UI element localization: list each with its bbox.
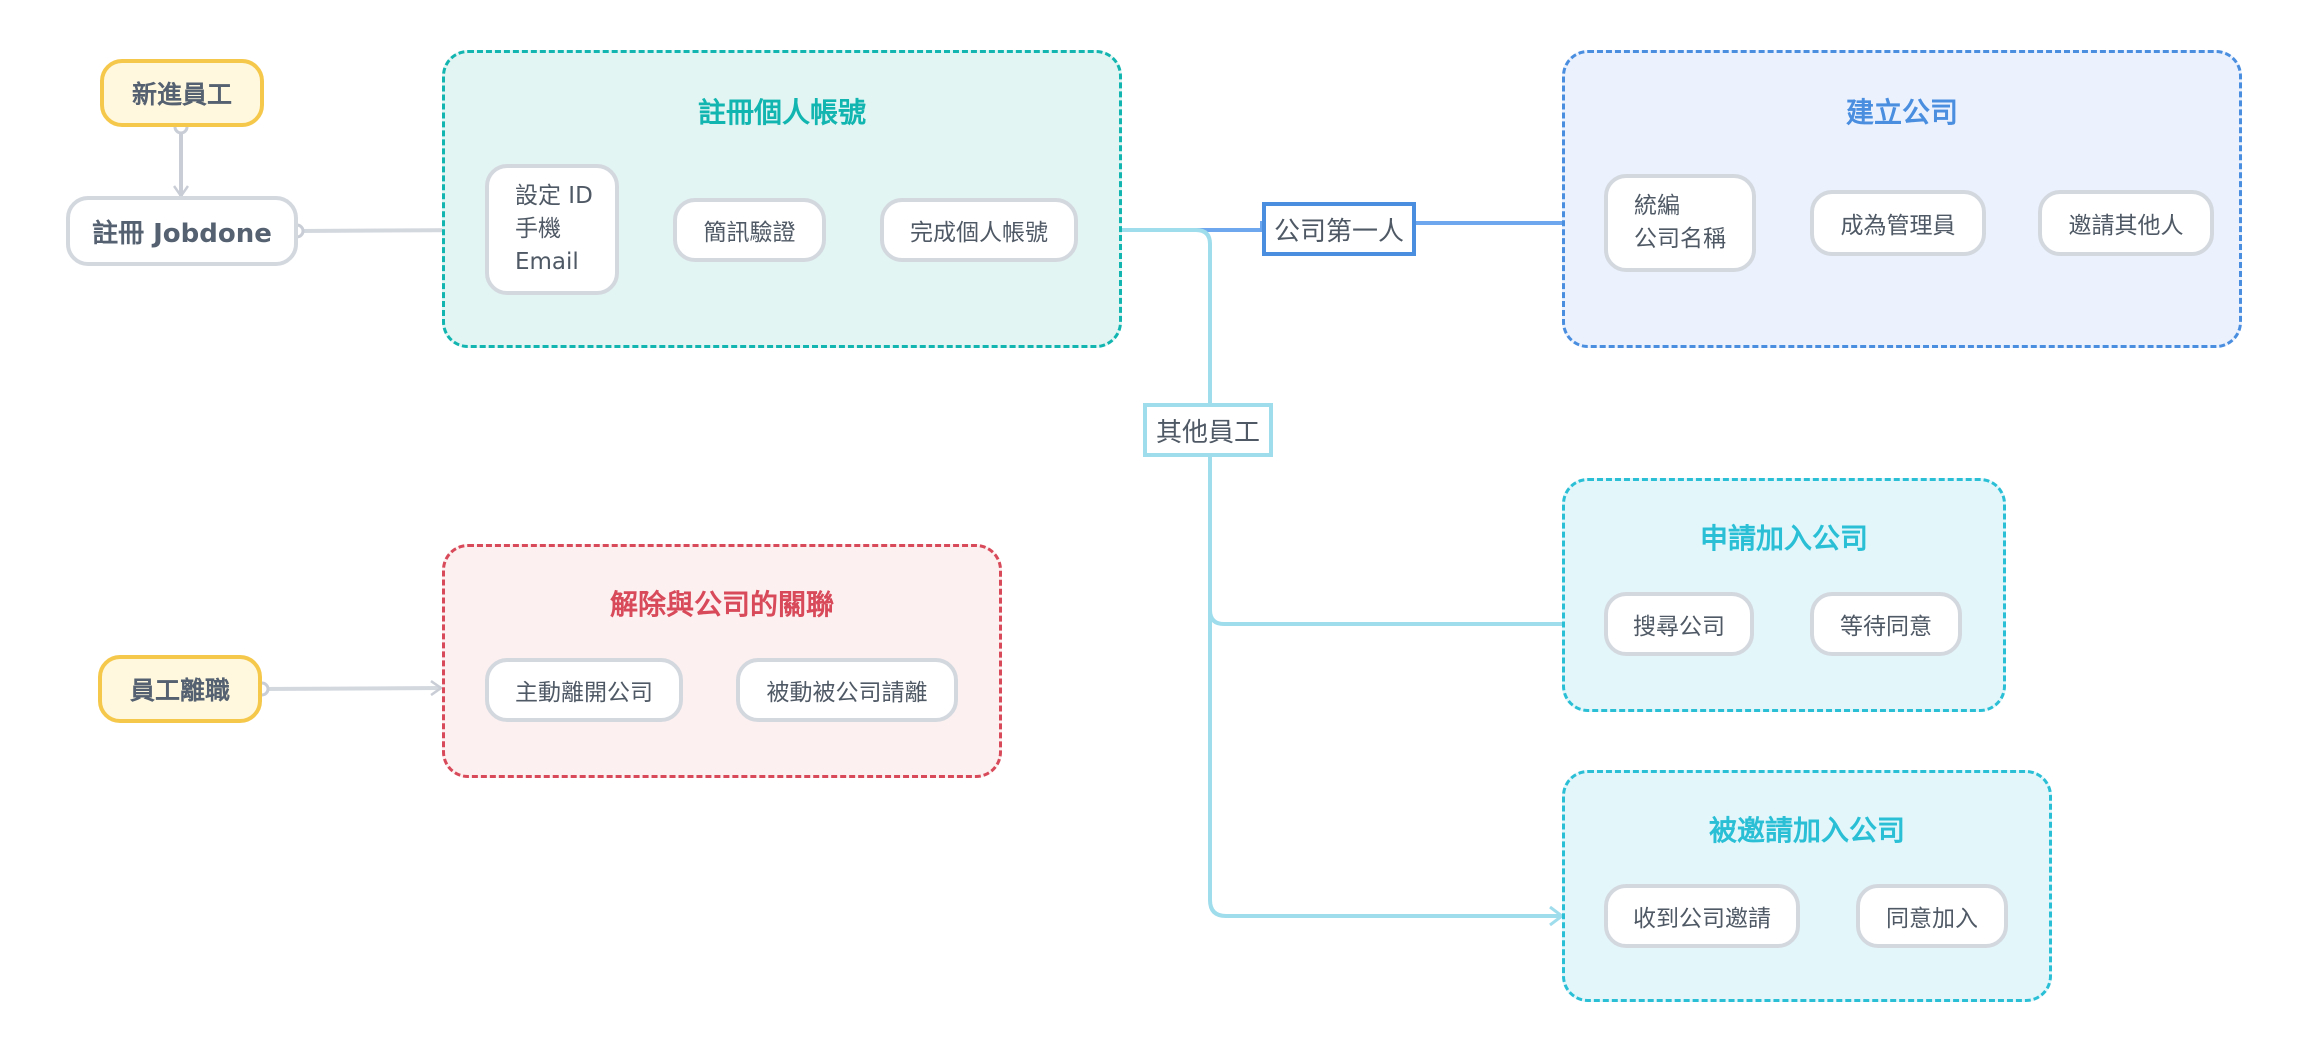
company-info-tax-id: 統編 xyxy=(1634,193,1680,219)
edge-label-other-employees: 其他員工 xyxy=(1143,403,1273,457)
edge-complete-to-invited xyxy=(1208,600,1562,916)
node-complete-account[interactable]: 完成個人帳號 xyxy=(880,198,1078,262)
node-invite-others[interactable]: 邀請其他人 xyxy=(2038,190,2214,256)
setup-line-phone: 手機 xyxy=(515,216,561,242)
node-search-company[interactable]: 搜尋公司 xyxy=(1604,592,1754,656)
group-title: 被邀請加入公司 xyxy=(1708,814,1905,847)
node-wait-approval[interactable]: 等待同意 xyxy=(1810,592,1962,656)
node-dismissed[interactable]: 被動被公司請離 xyxy=(736,658,958,722)
node-company-info[interactable]: 統編 公司名稱 xyxy=(1604,174,1756,272)
edge-label-first-person: 公司第一人 xyxy=(1262,202,1416,256)
node-register-jobdone[interactable]: 註冊 Jobdone xyxy=(66,196,298,266)
group-title: 申請加入公司 xyxy=(1699,522,1868,555)
node-agree-join[interactable]: 同意加入 xyxy=(1856,884,2008,948)
edge-leave-to-unlink xyxy=(261,688,441,689)
setup-line-email: Email xyxy=(515,249,579,275)
company-info-name: 公司名稱 xyxy=(1634,226,1726,252)
group-title: 建立公司 xyxy=(1845,96,1958,129)
group-title: 解除與公司的關聯 xyxy=(609,588,834,621)
node-new-employee[interactable]: 新進員工 xyxy=(100,59,264,127)
node-setup-credentials[interactable]: 設定 ID 手機 Email xyxy=(485,164,619,295)
group-title: 註冊個人帳號 xyxy=(697,96,866,129)
node-employee-leave[interactable]: 員工離職 xyxy=(98,655,262,723)
node-receive-invite[interactable]: 收到公司邀請 xyxy=(1604,884,1800,948)
node-leave-voluntarily[interactable]: 主動離開公司 xyxy=(485,658,683,722)
node-become-admin[interactable]: 成為管理員 xyxy=(1810,190,1986,256)
node-sms-verify[interactable]: 簡訊驗證 xyxy=(673,198,826,262)
setup-line-id: 設定 ID xyxy=(515,183,593,209)
